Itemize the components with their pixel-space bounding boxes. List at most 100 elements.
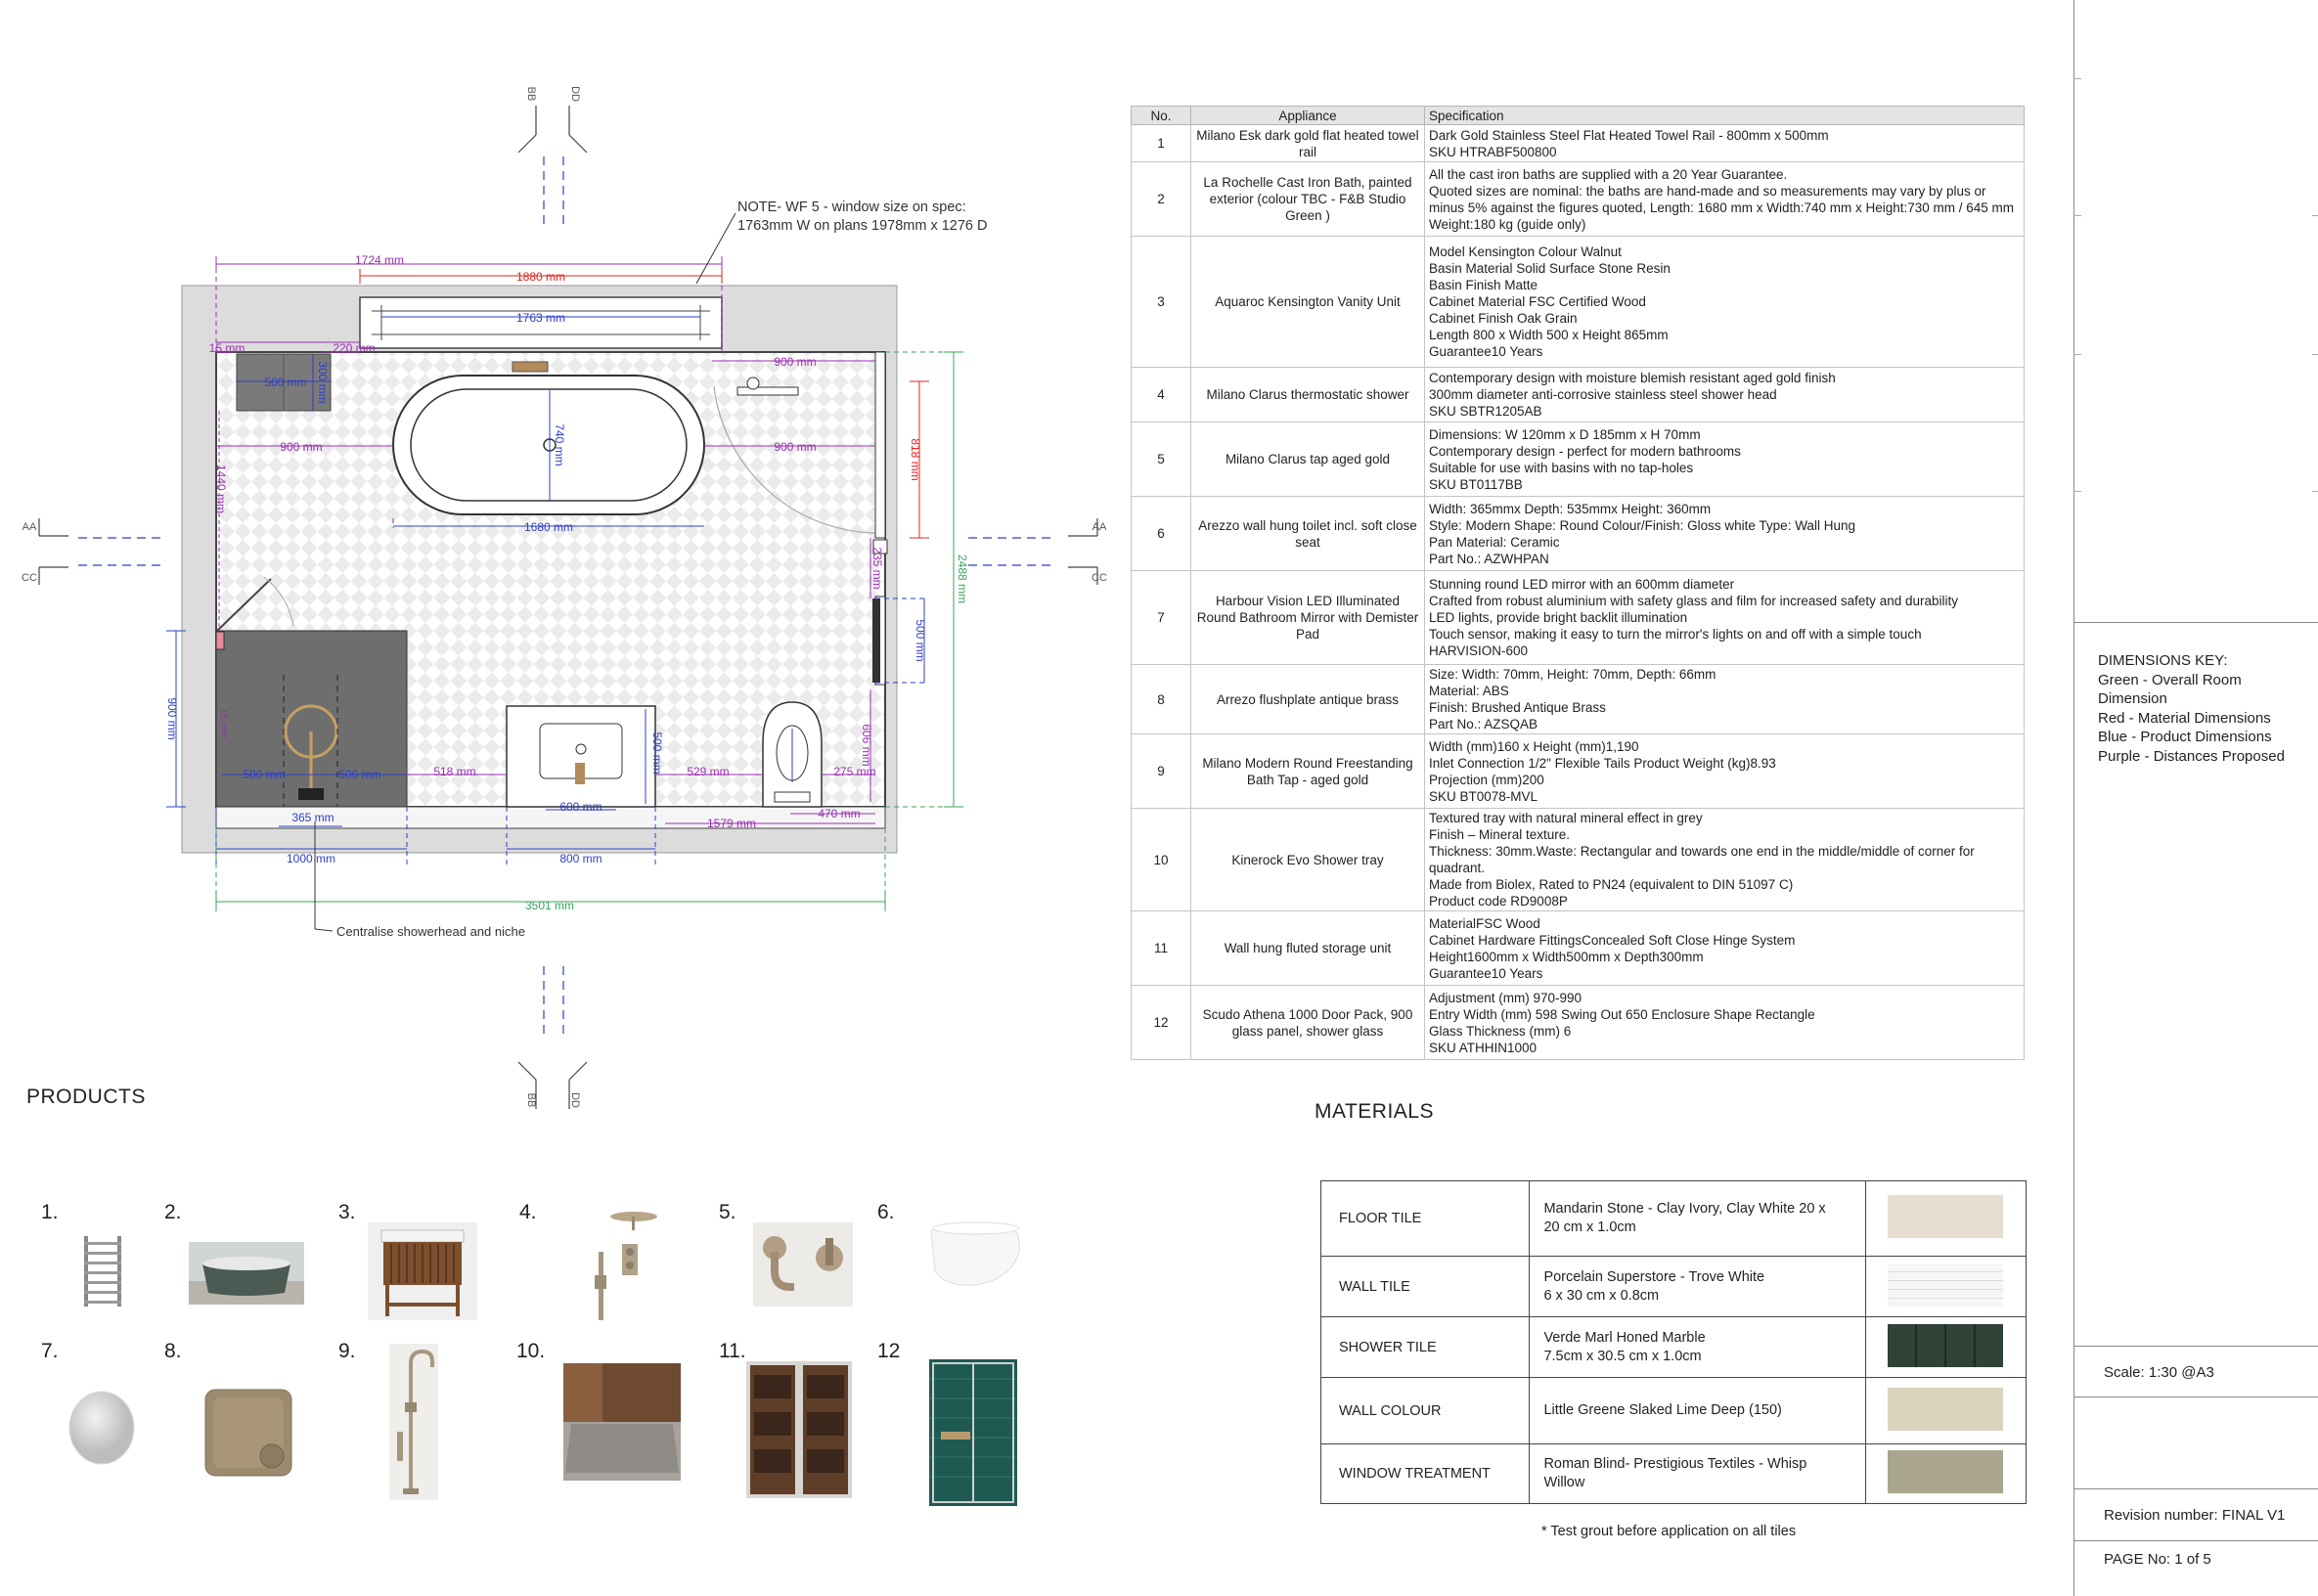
material-swatch xyxy=(1888,1387,2004,1431)
spec-line: LED lights, provide bright backlit illum… xyxy=(1429,610,1688,625)
spec-line: Basin Finish Matte xyxy=(1429,278,1538,292)
spec-line: SKU SBTR1205AB xyxy=(1429,404,1542,419)
product-number: 1. xyxy=(41,1201,59,1223)
spec-no: 8 xyxy=(1131,664,1191,734)
storage-unit xyxy=(236,353,332,412)
material-description-line: 20 cm x 1.0cm xyxy=(1543,1219,1636,1235)
spec-line: Cabinet Material FSC Certified Wood xyxy=(1429,294,1646,309)
spec-appliance: Wall hung fluted storage unit xyxy=(1190,910,1425,986)
material-description-line: Willow xyxy=(1543,1475,1585,1490)
spec-line: All the cast iron baths are supplied wit… xyxy=(1429,166,1788,182)
spec-line: Cabinet Hardware FittingsConcealed Soft … xyxy=(1429,932,1796,948)
revision-text: Revision number: FINAL V1 xyxy=(2104,1507,2286,1524)
window xyxy=(359,296,723,349)
dimensions-key-title: DIMENSIONS KEY: xyxy=(2098,652,2228,669)
material-description-line: Roman Blind- Prestigious Textiles - Whis… xyxy=(1543,1456,1807,1472)
page-number-text: PAGE No: 1 of 5 xyxy=(2104,1551,2211,1568)
dim-300: 300 mm xyxy=(316,361,330,403)
dim-15-left: 15 mm xyxy=(218,709,229,739)
material-swatch-cell xyxy=(1864,1377,2028,1444)
spec-appliance: Milano Clarus thermostatic shower xyxy=(1190,367,1425,422)
callout-text: Centralise showerhead and niche xyxy=(336,924,525,939)
spec-line: Length 800 x Width 500 x Height 865mm xyxy=(1429,328,1669,342)
spec-line: Size: Width: 70mm, Height: 70mm, Depth: … xyxy=(1429,667,1716,682)
spec-header-no: No. xyxy=(1131,106,1191,125)
vanity xyxy=(506,705,656,808)
material-description-line: Little Greene Slaked Lime Deep (150) xyxy=(1543,1402,1782,1418)
spec-line: Height1600mm x Width500mm x Depth300mm xyxy=(1429,949,1704,964)
spec-line: Basin Material Solid Surface Stone Resin xyxy=(1429,261,1671,276)
materials-note: * Test grout before application on all t… xyxy=(1541,1524,1797,1539)
spec-line: Cabinet Finish Oak Grain xyxy=(1429,311,1578,326)
spec-line: Entry Width (mm) 598 Swing Out 650 Enclo… xyxy=(1429,1006,1815,1022)
dim-800: 800 mm xyxy=(559,852,602,865)
spec-line: Contemporary design with moisture blemis… xyxy=(1429,371,1836,385)
spec-line: Part No.: AZSQAB xyxy=(1429,717,1538,732)
title-block-panel xyxy=(2073,0,2318,1596)
spec-appliance: Milano Modern Round Freestanding Bath Ta… xyxy=(1190,733,1425,809)
product-number: 3. xyxy=(338,1201,356,1223)
material-swatch xyxy=(1888,1323,2004,1367)
section-label-aa-left: AA xyxy=(22,521,37,533)
spec-no: 4 xyxy=(1131,367,1191,422)
spec-line: Dark Gold Stainless Steel Flat Heated To… xyxy=(1429,127,1829,143)
dim-1880: 1880 mm xyxy=(516,270,565,284)
dim-1000: 1000 mm xyxy=(287,852,335,865)
section-label-dd-top: DD xyxy=(569,86,581,102)
dim-818: 818 mm xyxy=(909,438,922,480)
dim-1680: 1680 mm xyxy=(524,520,573,534)
spec-header-appliance: Appliance xyxy=(1190,106,1425,125)
material-description: Roman Blind- Prestigious Textiles - Whis… xyxy=(1529,1443,1866,1504)
dimensions-key-line: Green - Overall Room xyxy=(2098,671,2242,688)
material-label: WALL TILE xyxy=(1319,1256,1531,1317)
material-description: Mandarin Stone - Clay Ivory, Clay White … xyxy=(1529,1180,1866,1257)
material-label: WALL COLOUR xyxy=(1319,1377,1531,1444)
mirror-icon xyxy=(68,1391,135,1465)
section-lines xyxy=(78,156,1056,1037)
spec-line: SKU HTRABF500800 xyxy=(1429,144,1557,159)
material-swatch-cell xyxy=(1864,1443,2028,1504)
dimensions-key-line: Purple - Distances Proposed xyxy=(2098,747,2285,765)
spec-specification: Contemporary design with moisture blemis… xyxy=(1424,367,2025,422)
dim-500-tray-a: 500 mm xyxy=(243,768,285,781)
spec-line: Material: ABS xyxy=(1429,684,1509,698)
spec-line: Inlet Connection 1/2" Flexible Tails Pro… xyxy=(1429,755,1776,771)
section-label-dd-bottom: DD xyxy=(569,1092,581,1108)
product-number: 10. xyxy=(516,1340,546,1362)
dim-900-top-right: 900 mm xyxy=(774,355,816,369)
spec-line: Width: 365mmx Depth: 535mmx Height: 360m… xyxy=(1429,501,1712,516)
dim-1724: 1724 mm xyxy=(355,253,404,267)
spec-appliance: Milano Clarus tap aged gold xyxy=(1190,421,1425,497)
spec-line: HARVISION-600 xyxy=(1429,643,1529,658)
spec-no: 2 xyxy=(1131,161,1191,237)
shower-tray xyxy=(215,576,408,808)
spec-line: Guarantee10 Years xyxy=(1429,344,1543,359)
dim-500-tray-b: 500 mm xyxy=(338,768,380,781)
material-description-line: Porcelain Superstore - Trove White xyxy=(1543,1268,1765,1285)
spec-line: Finish: Brushed Antique Brass xyxy=(1429,700,1606,715)
spec-line: Glass Thickness (mm) 6 xyxy=(1429,1023,1572,1039)
vanity-unit-icon xyxy=(368,1222,477,1320)
spec-line: Product code RD9008P xyxy=(1429,894,1568,909)
bath-tap-icon xyxy=(389,1344,438,1500)
spec-line: Model Kensington Colour Walnut xyxy=(1429,244,1622,259)
spec-line: Guarantee10 Years xyxy=(1429,965,1543,981)
spec-line: Contemporary design - perfect for modern… xyxy=(1429,443,1741,459)
spec-appliance: La Rochelle Cast Iron Bath, painted exte… xyxy=(1190,161,1425,237)
spec-line: Part No.: AZWHPAN xyxy=(1429,551,1549,566)
dim-600: 600 mm xyxy=(559,800,602,814)
product-number: 8. xyxy=(164,1340,182,1362)
dim-2488: 2488 mm xyxy=(956,554,969,603)
dimensions-key-line: Red - Material Dimensions xyxy=(2098,709,2271,727)
spec-line: SKU BT0078-MVL xyxy=(1429,788,1538,804)
dimensions-key: DIMENSIONS KEY: Green - Overall Room Dim… xyxy=(2098,651,2285,766)
material-label: WINDOW TREATMENT xyxy=(1319,1443,1531,1504)
